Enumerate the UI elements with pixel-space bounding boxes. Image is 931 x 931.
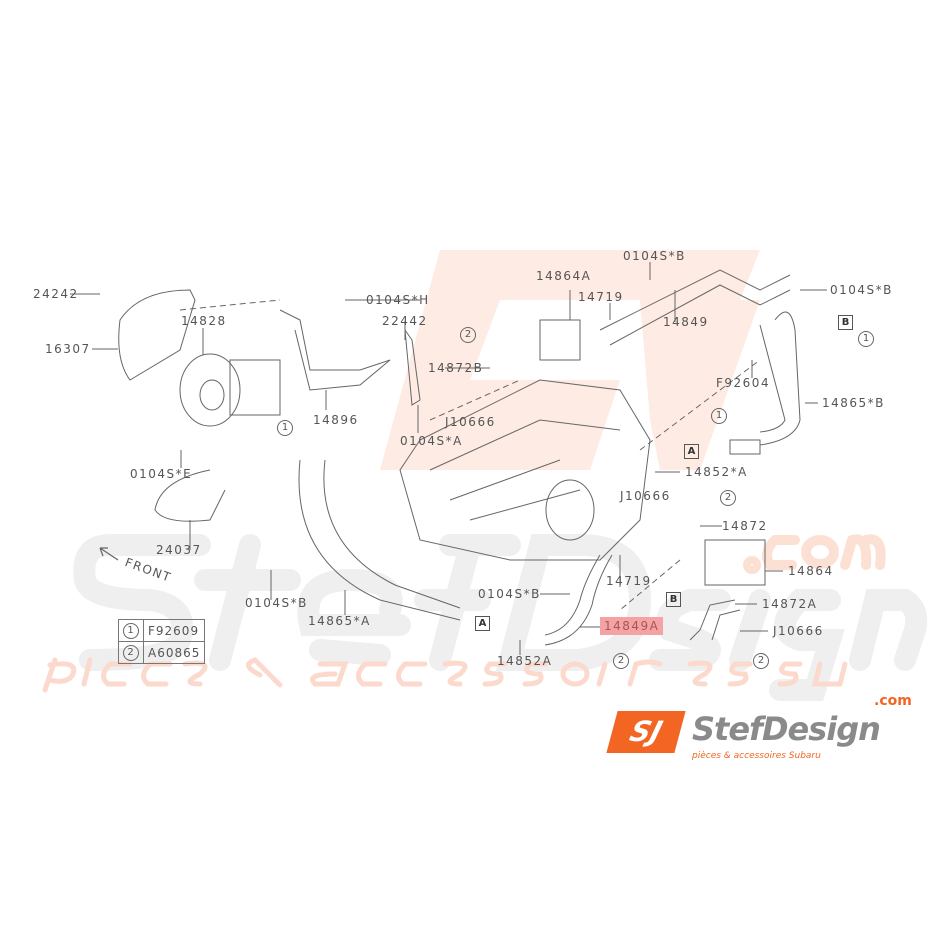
marker-2: 2 xyxy=(460,327,476,343)
part-label-14872[interactable]: 14872 xyxy=(722,519,768,533)
part-label-24037[interactable]: 24037 xyxy=(156,543,202,557)
part-label-14865-b[interactable]: 14865*B xyxy=(822,396,885,410)
watermark-monogram xyxy=(380,250,760,470)
part-label-14865-a[interactable]: 14865*A xyxy=(308,614,371,628)
legend-symbol: 1 xyxy=(123,623,139,639)
marker-a: A xyxy=(684,444,699,459)
watermark-dotcom-lettering xyxy=(743,534,886,574)
part-label-14719[interactable]: 14719 xyxy=(578,290,624,304)
legend-table: 1 F92609 2 A60865 xyxy=(118,619,206,664)
marker-b: B xyxy=(838,315,853,330)
part-label-0104s-b[interactable]: 0104S*B xyxy=(623,249,686,263)
part-label-j10666[interactable]: J10666 xyxy=(445,415,496,429)
legend-part: F92609 xyxy=(142,619,206,642)
part-label-14852a[interactable]: 14852A xyxy=(497,654,553,668)
legend-part: A60865 xyxy=(142,641,206,664)
part-label-22442[interactable]: 22442 xyxy=(382,314,428,328)
logo-dotcom: .com xyxy=(874,693,912,709)
logo-tagline: pièces & accessoires Subaru xyxy=(692,751,821,761)
marker-a: A xyxy=(475,616,490,631)
marker-b: B xyxy=(666,592,681,607)
part-label-14849a-highlighted[interactable]: 14849A xyxy=(600,617,664,635)
part-label-16307[interactable]: 16307 xyxy=(45,342,91,356)
watermark-brand-lettering xyxy=(73,534,928,701)
part-label-14872b[interactable]: 14872B xyxy=(428,361,484,375)
marker-1: 1 xyxy=(711,408,727,424)
part-label-0104s-h[interactable]: 0104S*H xyxy=(366,293,430,307)
part-label-j10666[interactable]: J10666 xyxy=(620,489,671,503)
part-label-f92604[interactable]: F92604 xyxy=(716,376,771,390)
legend-symbol: 2 xyxy=(123,645,139,661)
part-label-14896[interactable]: 14896 xyxy=(313,413,359,427)
watermark-tagline-lettering xyxy=(42,657,848,693)
part-label-14719[interactable]: 14719 xyxy=(606,574,652,588)
part-label-0104s-b[interactable]: 0104S*B xyxy=(830,283,893,297)
part-label-j10666[interactable]: J10666 xyxy=(773,624,824,638)
marker-2: 2 xyxy=(720,490,736,506)
part-label-0104s-a[interactable]: 0104S*A xyxy=(400,434,463,448)
logo-monogram: SJ xyxy=(606,711,686,753)
part-label-0104s-b[interactable]: 0104S*B xyxy=(245,596,308,610)
part-label-14864[interactable]: 14864 xyxy=(788,564,834,578)
logo-name: StefDesign xyxy=(692,710,881,748)
marker-2: 2 xyxy=(753,653,769,669)
part-label-14872a[interactable]: 14872A xyxy=(762,597,818,611)
legend-row: 1 F92609 xyxy=(118,619,206,642)
marker-1: 1 xyxy=(858,331,874,347)
part-label-14852-a[interactable]: 14852*A xyxy=(685,465,748,479)
stefdesign-logo: SJ StefDesign .com pièces & accessoires … xyxy=(606,693,922,769)
legend-row: 2 A60865 xyxy=(118,641,206,664)
part-label-24242[interactable]: 24242 xyxy=(33,287,79,301)
part-label-14864a[interactable]: 14864A xyxy=(536,269,592,283)
part-label-0104s-e[interactable]: 0104S*E xyxy=(130,467,193,481)
part-label-0104s-b[interactable]: 0104S*B xyxy=(478,587,541,601)
part-label-14849[interactable]: 14849 xyxy=(663,315,709,329)
marker-1: 1 xyxy=(277,420,293,436)
part-label-14828[interactable]: 14828 xyxy=(181,314,227,328)
marker-2: 2 xyxy=(613,653,629,669)
